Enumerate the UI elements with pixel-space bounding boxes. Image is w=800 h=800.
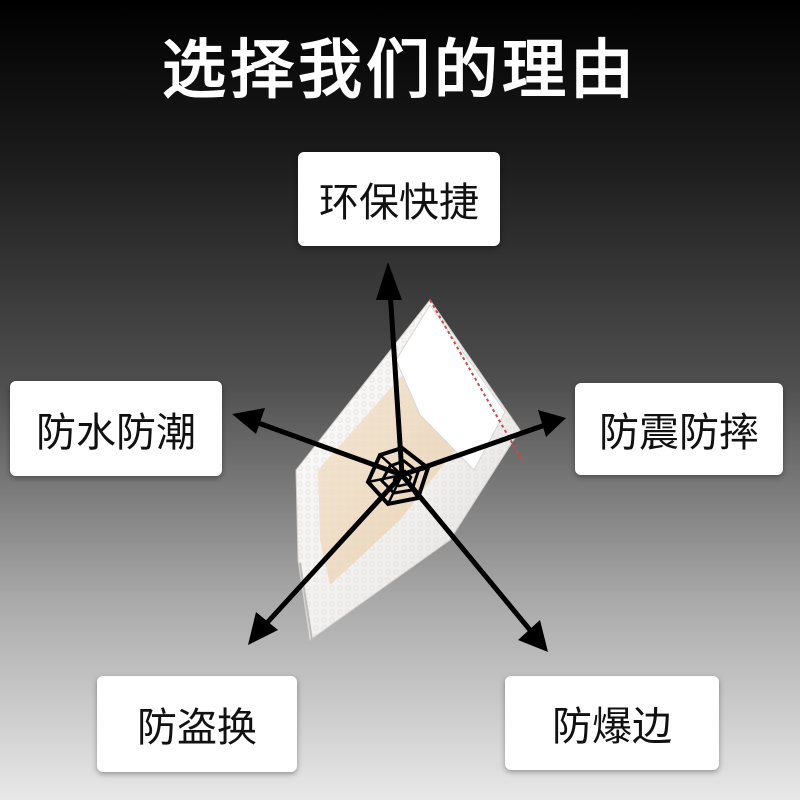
feature-eco-fast: 环保快捷 <box>298 152 500 246</box>
arrowheads <box>232 262 566 652</box>
arrow-left-icon <box>232 408 265 434</box>
envelope-seal-strip <box>429 299 523 461</box>
feature-shockproof: 防震防摔 <box>575 383 783 475</box>
arrow-bottom-left <box>262 472 405 628</box>
feature-anti-theft: 防盗换 <box>97 676 297 772</box>
spider-web-icon <box>365 445 431 507</box>
arrow-up-icon <box>376 262 402 300</box>
arrow-bottom-right <box>399 472 533 633</box>
feature-waterproof: 防水防潮 <box>10 381 222 476</box>
headline: 选择我们的理由 <box>162 34 638 108</box>
arrow-right-icon <box>538 410 566 437</box>
arrow-bottom-right-icon <box>518 620 548 652</box>
arrow-bottom-left-icon <box>248 612 278 645</box>
arrow-up <box>387 287 405 478</box>
feature-burst-proof: 防爆边 <box>505 676 719 770</box>
